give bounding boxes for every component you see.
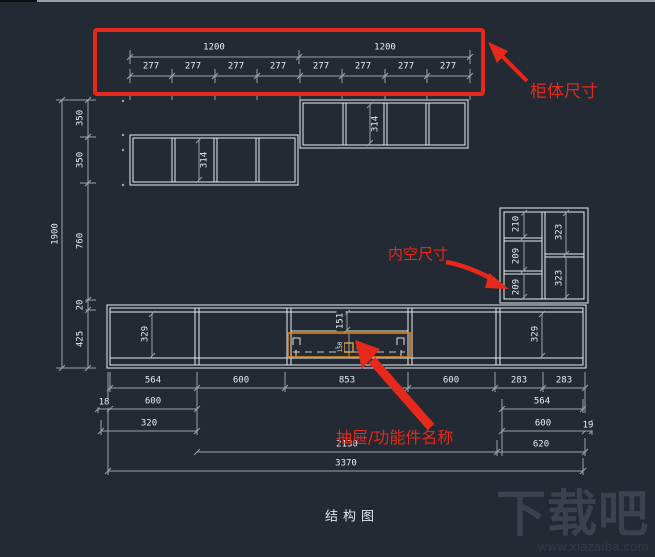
dim-label: 564	[531, 396, 553, 407]
cabinet-dims-annotation: 柜体尺寸	[530, 82, 598, 102]
dim-label: 3370	[333, 458, 359, 469]
dim-label: 853	[336, 375, 358, 386]
dim-label: 1200	[372, 42, 398, 53]
drawing-title: 结构图	[324, 509, 380, 525]
dim-label: 277	[140, 61, 162, 72]
cabinet-dims-highlight-box	[93, 28, 485, 96]
dim-label: 600	[230, 375, 252, 386]
dim-label: 277	[395, 61, 417, 72]
dims-left	[56, 96, 125, 372]
dim-label: 19	[580, 420, 596, 431]
dim-label: 600	[532, 418, 554, 429]
dim-label: 277	[182, 61, 204, 72]
top-border-light	[37, 0, 655, 2]
cabinet-dims-arrow	[488, 42, 529, 83]
wall-cabinet-right	[299, 99, 469, 149]
dim-label: 283	[553, 375, 575, 386]
drawer-name-annotation: 抽屉/功能件名称	[336, 428, 454, 447]
dim-label: 277	[437, 61, 459, 72]
watermark-url: www.xiazaiba.com	[537, 540, 649, 554]
dim-label: 620	[530, 439, 552, 450]
inner-dims-annotation: 内空尺寸	[388, 245, 449, 263]
drawer-name-arrow	[355, 340, 435, 430]
dim-label: 564	[142, 375, 164, 386]
dim-label: 600	[142, 396, 164, 407]
base-cabinet	[106, 304, 587, 369]
watermark-logo: 下载吧	[496, 485, 649, 543]
dim-label: 277	[352, 61, 374, 72]
dims-top	[126, 50, 474, 100]
dim-label: 600	[440, 375, 462, 386]
watermark: 下载吧 www.xiazaiba.com	[496, 489, 649, 553]
dim-label: 277	[310, 61, 332, 72]
dim-label: 2130	[334, 439, 360, 450]
dim-label: 277	[225, 61, 247, 72]
drawer-center-marker	[343, 342, 354, 353]
inner-dims-arrow	[445, 259, 509, 289]
dim-label: 277	[267, 61, 289, 72]
tall-cabinet	[499, 207, 589, 304]
dim-label: 283	[508, 375, 530, 386]
wall-cabinet-left	[129, 134, 299, 186]
dim-label: 1200	[201, 42, 227, 53]
dim-label: 320	[138, 418, 160, 429]
dim-label: 18	[96, 397, 112, 408]
top-border-dark	[0, 0, 37, 2]
